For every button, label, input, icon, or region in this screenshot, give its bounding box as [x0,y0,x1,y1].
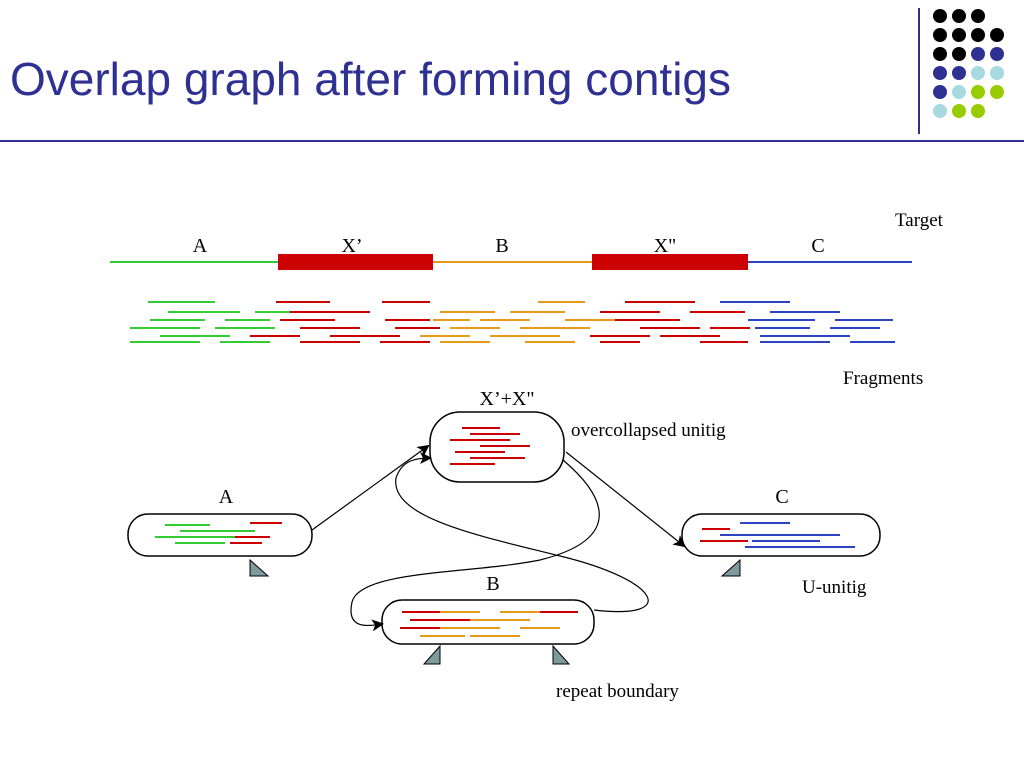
target-segment-x1 [278,254,433,270]
logo-dot [971,66,985,80]
logo-dot [952,9,966,23]
slide-title: Overlap graph after forming contigs [10,53,732,105]
label-node-c: C [775,486,788,508]
logo-dot [952,28,966,42]
logo-dot [933,28,947,42]
label-seg-a: A [193,235,208,257]
repeat-boundary-marker-b-left [422,644,441,665]
repeat-boundary-marker-b-right [552,644,571,665]
edge-x-to-b [350,459,600,632]
unitig-reads-c [700,522,855,548]
edge-a-to-x [311,444,430,531]
edge-x-to-c [565,451,686,548]
logo-dot [971,47,985,61]
unitig-node-a [127,513,313,557]
logo-dot [952,85,966,99]
logo-dot [933,85,947,99]
label-seg-x1: X’ [341,235,362,257]
logo-dot [971,104,985,118]
overlap-graph-diagram: A X’ B X" C Target Fragments X’+X" overc… [110,210,944,702]
unitig-reads-x [450,427,530,465]
label-overcollapsed: overcollapsed unitig [571,420,726,441]
label-repeat-boundary: repeat boundary [556,681,679,702]
logo-dot [990,85,1004,99]
repeat-boundary-marker-c [720,558,741,577]
logo-dot [971,85,985,99]
title-rule [0,140,1024,142]
logo-dot [990,66,1004,80]
logo-dot [990,28,1004,42]
logo-divider [918,8,920,134]
logo-dot [952,47,966,61]
logo-dot [971,9,985,23]
unitig-node-b [381,599,595,645]
target-segment-x2 [592,254,748,270]
label-node-a: A [219,486,234,508]
logo-dot [933,66,947,80]
logo-dot [971,28,985,42]
label-node-b: B [486,573,499,595]
edge-b-to-x [395,452,649,613]
logo-dot [952,104,966,118]
label-fragments: Fragments [843,368,923,389]
label-target: Target [895,210,944,231]
unitig-reads-a [155,522,282,544]
repeat-boundary-marker-a [249,558,270,577]
label-seg-b: B [495,235,508,257]
dot-grid-logo [933,9,1004,118]
logo-dot [933,9,947,23]
label-seg-x2: X" [654,235,677,257]
label-seg-c: C [811,235,824,257]
label-u-unitig: U-unitig [802,577,867,598]
fragment-reads [130,301,895,343]
label-node-x: X’+X" [480,388,535,410]
logo-dot [990,47,1004,61]
logo-dot [933,104,947,118]
target-genome [110,254,912,270]
logo-dot [952,66,966,80]
logo-dot [933,47,947,61]
unitig-reads-b [400,611,578,637]
